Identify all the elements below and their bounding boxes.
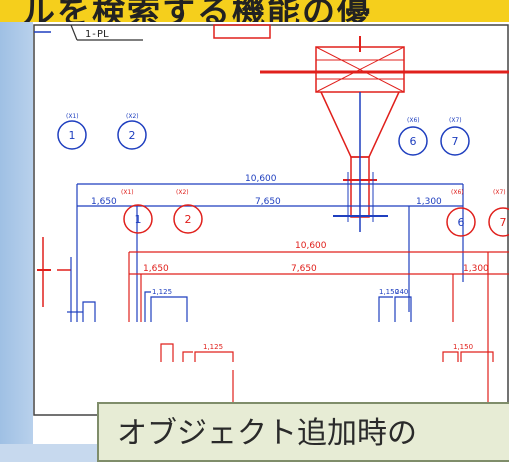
svg-text:1,300: 1,300 — [463, 264, 489, 274]
svg-text:(X2): (X2) — [126, 113, 139, 120]
lower-red-text: 1,125 1,150 — [203, 343, 473, 351]
svg-text:(X7): (X7) — [493, 189, 506, 196]
grid-bubble: (X7) 7 — [488, 189, 509, 237]
grid-bubble: (X1) 1 — [121, 189, 153, 234]
svg-text:(X6): (X6) — [407, 117, 420, 124]
red-dimension-lines — [128, 251, 509, 322]
svg-text:1,300: 1,300 — [416, 197, 442, 207]
svg-text:1,650: 1,650 — [143, 264, 169, 274]
blue-dimension-lines — [76, 183, 464, 322]
svg-text:(X6): (X6) — [451, 189, 464, 196]
red-dimension-text: 10,600 1,650 7,650 1,300 — [143, 241, 489, 274]
header-banner: ルを検索する機能の優 — [0, 0, 509, 22]
grid-bubbles-lower: (X1) 1 (X2) 2 (X6) 6 (X7) 7 — [121, 189, 509, 237]
cad-drawing: 1-PL (X1) 1 (X2) — [33, 24, 509, 416]
grid-bubble: (X7) 7 — [440, 117, 470, 156]
sheet-label-text: 1-PL — [85, 29, 109, 40]
svg-text:1: 1 — [69, 129, 76, 142]
grid-bubble: (X1) 1 — [57, 113, 87, 150]
svg-text:2: 2 — [185, 213, 192, 226]
sheet-label: 1-PL — [70, 24, 143, 41]
svg-text:1,125: 1,125 — [152, 288, 172, 296]
svg-text:6: 6 — [458, 216, 465, 229]
grid-bubbles-upper: (X1) 1 (X2) 2 (X6) 6 (X7) 7 — [57, 113, 470, 156]
cad-drawing-view[interactable]: 1-PL (X1) 1 (X2) — [33, 22, 509, 444]
svg-text:1: 1 — [135, 213, 142, 226]
lower-blue-details — [82, 291, 412, 322]
svg-text:1,650: 1,650 — [91, 197, 117, 207]
grid-bubble: (X6) 6 — [398, 117, 428, 156]
caption-box: オブジェクト追加時の — [97, 402, 509, 462]
grid-bubble: (X2) 2 — [117, 113, 147, 150]
svg-text:7,650: 7,650 — [291, 264, 317, 274]
left-edge-marks — [37, 237, 83, 322]
blue-dimension-text: 10,600 1,650 7,650 1,300 — [91, 174, 442, 207]
svg-text:7: 7 — [452, 135, 459, 148]
title-block-fragment — [213, 24, 271, 39]
svg-text:(X2): (X2) — [176, 189, 189, 196]
column-detail — [260, 36, 509, 232]
lower-blue-text: 1,125 1,150 240 — [152, 288, 408, 296]
svg-text:10,600: 10,600 — [245, 174, 277, 184]
caption-text: オブジェクト追加時の — [117, 416, 417, 451]
svg-text:2: 2 — [129, 129, 136, 142]
svg-text:(X1): (X1) — [121, 189, 134, 196]
svg-text:240: 240 — [395, 288, 408, 296]
grid-bubble: (X2) 2 — [173, 189, 203, 234]
svg-text:7,650: 7,650 — [255, 197, 281, 207]
svg-text:6: 6 — [410, 135, 417, 148]
svg-text:(X7): (X7) — [449, 117, 462, 124]
svg-text:1,150: 1,150 — [453, 343, 473, 351]
grid-bubble: (X6) 6 — [446, 189, 476, 237]
header-title: ルを検索する機能の優 — [22, 0, 372, 22]
svg-text:(X1): (X1) — [66, 113, 79, 120]
svg-text:10,600: 10,600 — [295, 241, 327, 251]
sheet-border — [33, 24, 509, 416]
svg-text:7: 7 — [500, 216, 507, 229]
svg-text:1,125: 1,125 — [203, 343, 223, 351]
svg-text:1,150: 1,150 — [379, 288, 399, 296]
side-panel — [0, 22, 34, 444]
